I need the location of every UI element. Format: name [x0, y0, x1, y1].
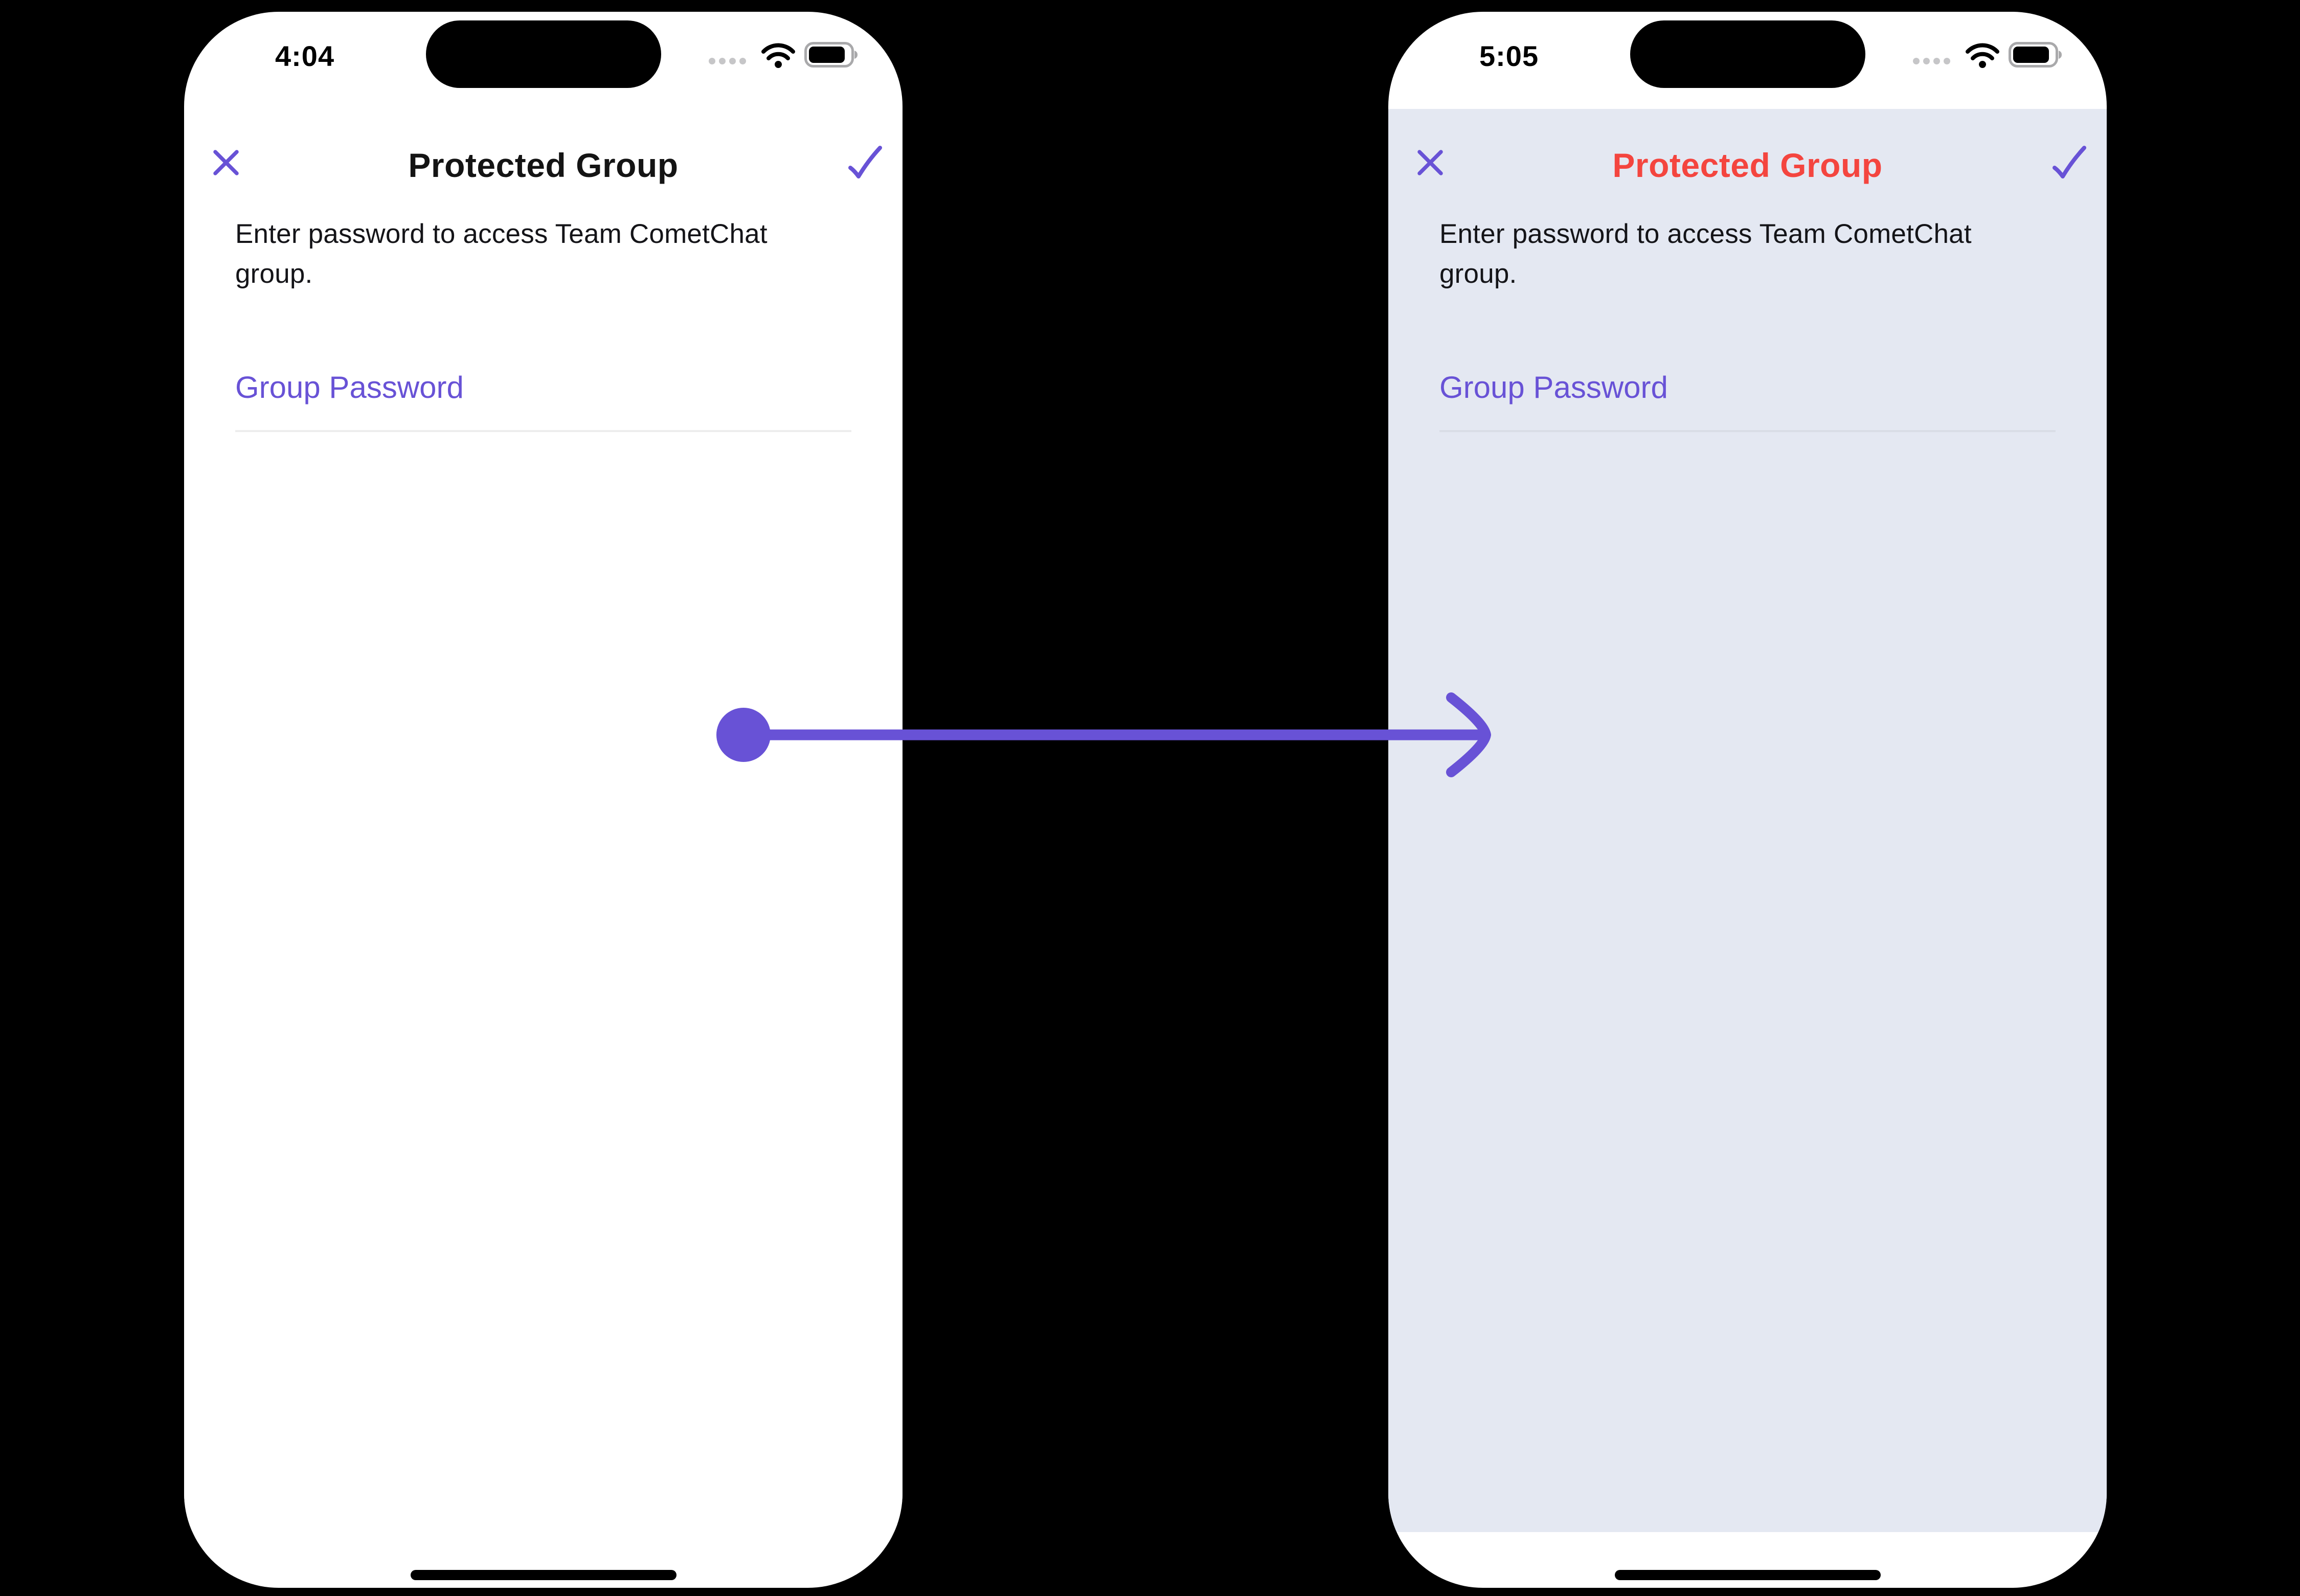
- transition-arrow: [711, 690, 1498, 779]
- home-indicator[interactable]: [1614, 1570, 1881, 1580]
- status-time: 4:04: [275, 39, 335, 72]
- dynamic-island: [1630, 20, 1865, 88]
- status-time: 5:05: [1479, 39, 1539, 72]
- battery-icon: [804, 42, 858, 68]
- cellular-signal-icon: [1913, 58, 1950, 64]
- phone-before: 4:04 Protected Group Enter password to a…: [184, 12, 903, 1588]
- description-text: Enter password to access Team CometChat …: [235, 219, 768, 289]
- group-password-label: Group Password: [1439, 370, 1668, 404]
- phone-after: 5:05 Protected Group Enter password to a…: [1388, 12, 2107, 1588]
- dynamic-island: [425, 20, 661, 88]
- protected-group-sheet: [184, 109, 903, 1532]
- group-password-label: Group Password: [235, 370, 464, 404]
- wifi-icon: [761, 41, 795, 68]
- home-indicator[interactable]: [410, 1570, 677, 1580]
- confirm-check-icon[interactable]: [847, 144, 884, 183]
- page-title: Protected Group: [408, 146, 679, 184]
- input-underline: [1439, 430, 2056, 432]
- confirm-check-icon[interactable]: [2051, 144, 2088, 183]
- page-title: Protected Group: [1612, 146, 1883, 184]
- wifi-icon: [1966, 41, 1999, 68]
- group-password-input[interactable]: Group Password: [235, 365, 851, 436]
- group-password-input[interactable]: Group Password: [1439, 365, 2056, 436]
- input-underline: [235, 430, 851, 432]
- description-text: Enter password to access Team CometChat …: [1439, 219, 1972, 289]
- protected-group-sheet: [1388, 109, 2107, 1532]
- cellular-signal-icon: [709, 58, 746, 64]
- close-icon[interactable]: [1417, 150, 1443, 175]
- battery-icon: [2009, 42, 2062, 68]
- close-icon[interactable]: [213, 150, 239, 175]
